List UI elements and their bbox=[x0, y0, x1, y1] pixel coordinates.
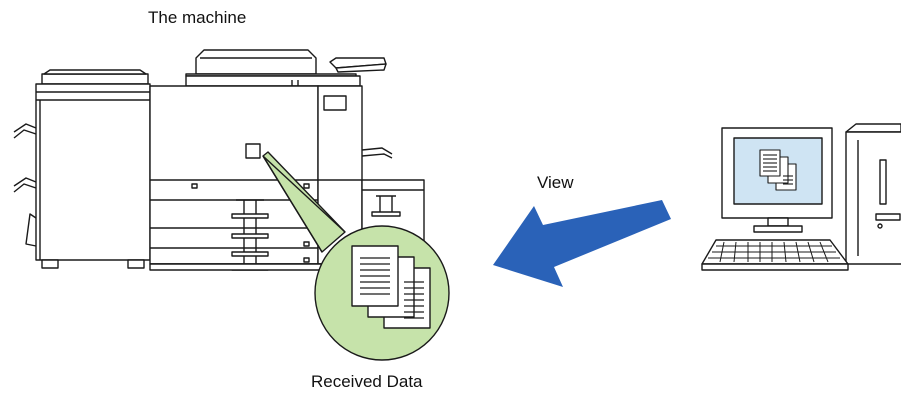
view-arrow-icon bbox=[493, 200, 671, 287]
received-data-label: Received Data bbox=[311, 372, 423, 391]
stacked-documents-icon bbox=[351, 245, 431, 329]
desktop-computer-icon bbox=[701, 123, 901, 271]
view-label: View bbox=[537, 173, 574, 192]
machine-label: The machine bbox=[148, 8, 247, 27]
